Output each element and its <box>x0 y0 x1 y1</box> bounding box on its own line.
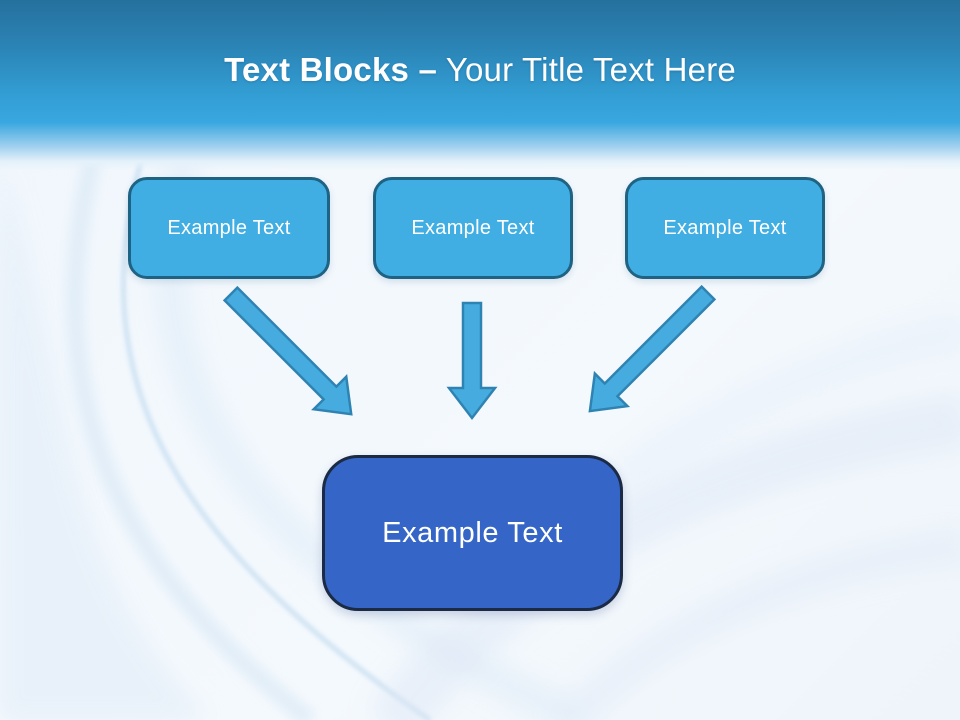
title-dash: – <box>418 51 437 88</box>
title-regular-text: Your Title Text Here <box>445 51 736 88</box>
text-block-2: Example Text <box>373 177 573 279</box>
arrow-down-icon <box>446 301 498 421</box>
text-block-2-label: Example Text <box>411 216 535 239</box>
result-text-block: Example Text <box>322 455 623 611</box>
text-block-1-label: Example Text <box>167 216 291 239</box>
result-text-block-label: Example Text <box>382 516 563 549</box>
text-block-1: Example Text <box>128 177 330 279</box>
title-bold-text: Text Blocks <box>224 51 410 88</box>
arrow-down-left-icon <box>588 284 717 413</box>
slide-title: Text Blocks – Your Title Text Here <box>0 0 960 89</box>
text-block-3: Example Text <box>625 177 825 279</box>
text-block-3-label: Example Text <box>663 216 787 239</box>
arrow-down-right-icon <box>222 285 353 416</box>
slide-header: Text Blocks – Your Title Text Here <box>0 0 960 170</box>
